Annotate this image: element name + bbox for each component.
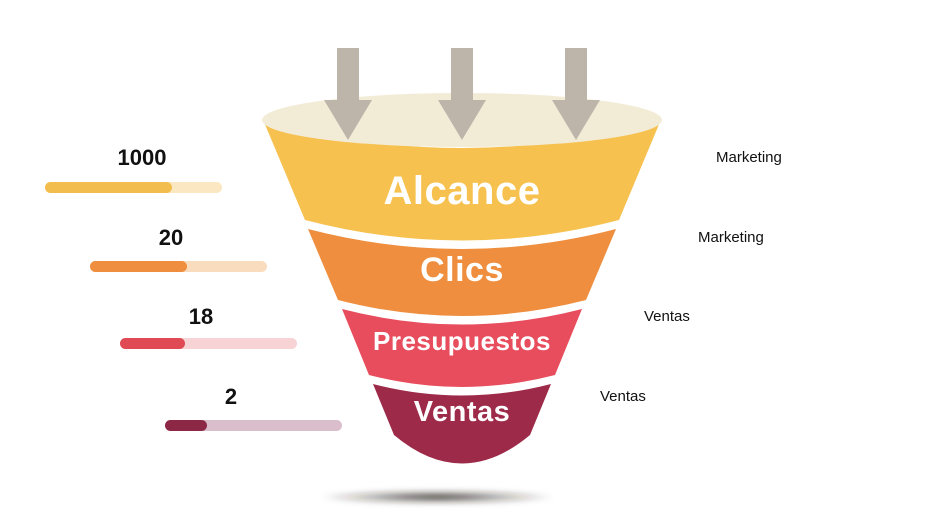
stage-bar-fill <box>165 420 208 431</box>
stage-label-ventas: Ventas <box>413 396 511 428</box>
stage-label-presupuestos: Presupuestos <box>373 326 551 356</box>
stage-label-clics: Clics <box>420 251 504 289</box>
stage-bar-track <box>90 261 267 272</box>
stage-value: 2 <box>224 384 238 409</box>
stage-bar-track <box>45 182 222 193</box>
department-label: Marketing <box>698 229 764 246</box>
stage-label-alcance: Alcance <box>383 169 541 213</box>
stage-bar-fill <box>120 338 186 349</box>
funnel-stage-shape-ventas <box>373 384 551 464</box>
department-label: Ventas <box>600 388 646 405</box>
down-arrow-icon <box>324 48 372 140</box>
ground-shadow <box>319 490 555 504</box>
stage-bar-fill <box>45 182 173 193</box>
down-arrow-icon <box>438 48 486 140</box>
stage-bar-fill <box>90 261 188 272</box>
department-label: Ventas <box>644 308 690 325</box>
funnel-stage-shape-alcance <box>264 122 660 241</box>
stage-value: 18 <box>188 304 214 329</box>
stage-value: 1000 <box>117 145 167 170</box>
funnel-stage-shape-clics <box>308 229 616 316</box>
stage-bar-track <box>120 338 297 349</box>
department-label: Marketing <box>716 149 782 166</box>
funnel-stage-shape-presupuestos <box>342 309 582 387</box>
stage-bar-track <box>165 420 342 431</box>
down-arrow-icon <box>552 48 600 140</box>
stage-value: 20 <box>158 225 184 250</box>
